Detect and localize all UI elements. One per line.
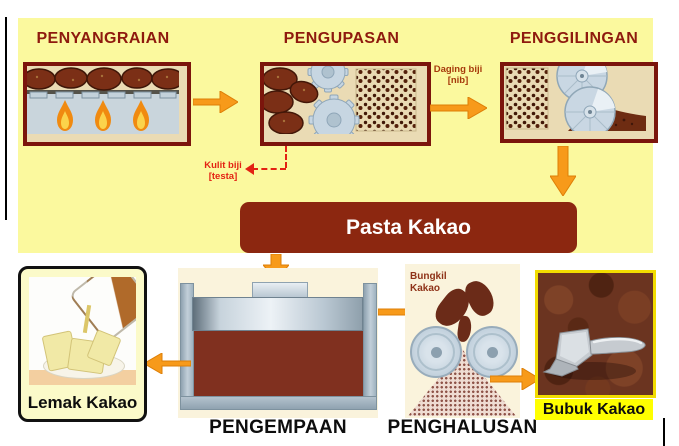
label-kulit-biji: Kulit biji [testa] xyxy=(198,160,248,182)
peeling-image-art xyxy=(264,66,419,134)
bottom-right-stray-line xyxy=(663,418,665,446)
flame-icon xyxy=(57,100,149,131)
stage-title-pengupasan: PENGUPASAN xyxy=(283,30,400,47)
cocoa-powder-photo xyxy=(535,270,656,398)
label-kulit-line1: Kulit biji xyxy=(204,160,242,171)
dashed-arrow-horizontal xyxy=(252,168,286,170)
arrow-down-icon xyxy=(550,146,576,196)
label-daging-biji: Daging biji [nib] xyxy=(428,64,488,86)
roller-hub xyxy=(486,346,498,358)
scoop-icon xyxy=(542,328,646,380)
stage-title-penggilingan: PENGGILINGAN xyxy=(509,30,639,47)
arrow-right-icon xyxy=(490,368,540,390)
label-bungkil-kakao: Bungkil Kakao xyxy=(410,271,470,295)
grinding-disc-icon xyxy=(556,66,616,131)
arrow-left-icon xyxy=(144,353,191,374)
roller-ring xyxy=(473,333,511,371)
left-stray-line xyxy=(5,17,7,220)
peeling-illustration xyxy=(260,62,431,146)
dashed-arrow-left-icon xyxy=(245,163,254,175)
refining-roller-icon xyxy=(410,326,462,378)
pasta-kakao-banner: Pasta Kakao xyxy=(240,202,577,253)
label-bungkil-line1: Bungkil xyxy=(410,271,447,282)
roller-hub xyxy=(430,346,442,358)
label-kulit-line2: [testa] xyxy=(208,171,238,182)
bubuk-kakao-label-badge: Bubuk Kakao xyxy=(535,399,653,420)
lemak-kakao-card: Lemak Kakao xyxy=(18,266,147,422)
gear-icon xyxy=(307,66,360,134)
roasting-image-art xyxy=(27,66,179,134)
cocoa-butter-photo xyxy=(29,277,136,385)
dashed-arrow-vertical xyxy=(285,146,287,168)
label-bubuk-kakao: Bubuk Kakao xyxy=(542,400,646,418)
label-pengempaan: PENGEMPAAN xyxy=(209,417,347,438)
arrow-right-icon xyxy=(193,91,238,113)
press-knob xyxy=(252,282,308,298)
label-bungkil-line2: Kakao xyxy=(410,283,441,294)
stage-title-penyangraian: PENYANGRAIAN xyxy=(36,30,170,47)
pasta-kakao-text: Pasta Kakao xyxy=(346,215,471,239)
roasting-illustration xyxy=(23,62,191,146)
press-piston xyxy=(192,297,363,331)
roller-ring xyxy=(417,333,455,371)
label-daging-line1: Daging biji xyxy=(433,64,483,75)
label-penghalusan: PENGHALUSAN xyxy=(387,417,538,438)
grinding-image-art xyxy=(504,66,646,131)
label-lemak-kakao: Lemak Kakao xyxy=(27,393,138,412)
grinding-illustration xyxy=(500,62,658,143)
label-daging-line2: [nib] xyxy=(447,75,469,86)
press-right-wall xyxy=(363,283,377,410)
arrow-right-icon xyxy=(430,97,487,119)
press-cocoa-paste xyxy=(194,330,363,398)
press-base xyxy=(180,396,377,410)
